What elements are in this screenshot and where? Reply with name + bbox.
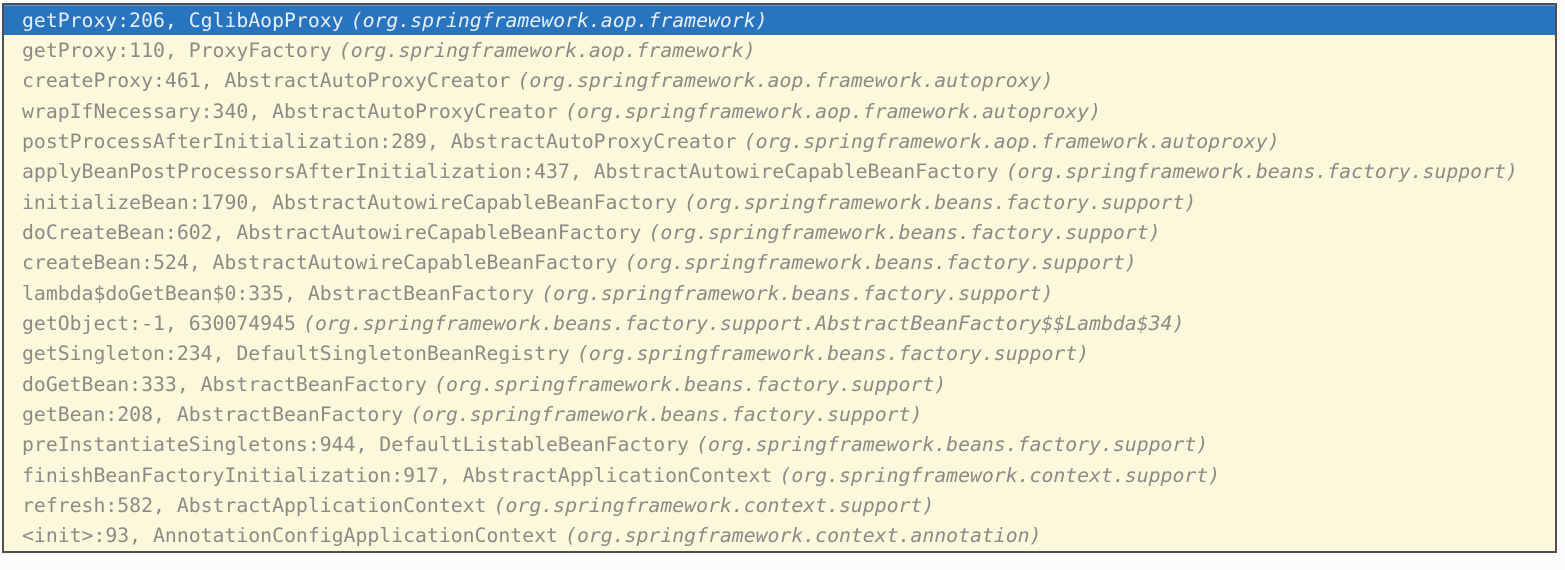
stack-frame[interactable]: doCreateBean:602, AbstractAutowireCapabl… [4,217,1555,247]
stack-frame[interactable]: initializeBean:1790, AbstractAutowireCap… [4,187,1555,217]
frame-package: (org.springframework.context.support) [493,493,935,517]
frame-location: preInstantiateSingletons:944, DefaultLis… [22,433,689,457]
stack-frame[interactable]: applyBeanPostProcessorsAfterInitializati… [4,157,1555,187]
frame-package: (org.springframework.aop.framework.autop… [517,69,1054,93]
frame-package: (org.springframework.beans.factory.suppo… [541,281,1054,305]
stack-frame-selected[interactable]: getProxy:206, CglibAopProxy (org.springf… [4,5,1555,36]
frame-package: (org.springframework.aop.framework.autop… [565,99,1101,123]
frame-location: createBean:524, AbstractAutowireCapableB… [22,251,618,275]
frame-package: (org.springframework.aop.framework) [350,8,768,32]
frame-location: getSingleton:234, DefaultSingletonBeanRe… [22,342,570,366]
stack-frame[interactable]: doGetBean:333, AbstractBeanFactory (org.… [4,369,1555,399]
stack-frame[interactable]: refresh:582, AbstractApplicationContext … [4,490,1555,520]
frame-location: finishBeanFactoryInitialization:917, Abs… [22,463,773,487]
frame-package: (org.springframework.beans.factory.suppo… [434,372,947,396]
stack-frame[interactable]: createBean:524, AbstractAutowireCapableB… [4,248,1555,278]
frames-panel: getProxy:206, CglibAopProxy (org.springf… [2,3,1557,553]
frame-location: lambda$doGetBean$0:335, AbstractBeanFact… [22,281,535,305]
stack-frame[interactable]: wrapIfNecessary:340, AbstractAutoProxyCr… [4,96,1555,126]
frame-package: (org.springframework.aop.framework.autop… [743,129,1280,153]
stack-frame[interactable]: createProxy:461, AbstractAutoProxyCreato… [4,66,1555,96]
frame-package: (org.springframework.beans.factory.suppo… [648,220,1161,244]
frame-package: (org.springframework.context.annotation) [565,524,1042,548]
frame-package: (org.springframework.beans.factory.suppo… [696,433,1209,457]
frame-package: (org.springframework.beans.factory.suppo… [684,190,1197,214]
frame-location: postProcessAfterInitialization:289, Abst… [22,129,737,153]
frame-package: (org.springframework.beans.factory.suppo… [303,311,1185,335]
stack-frame[interactable]: preInstantiateSingletons:944, DefaultLis… [4,430,1555,460]
frame-package: (org.springframework.beans.factory.suppo… [410,402,923,426]
stack-frame[interactable]: finishBeanFactoryInitialization:917, Abs… [4,460,1555,490]
frame-package: (org.springframework.beans.factory.suppo… [624,251,1137,275]
frame-location: getBean:208, AbstractBeanFactory [22,402,404,426]
stack-frame[interactable]: getSingleton:234, DefaultSingletonBeanRe… [4,339,1555,369]
stack-frame[interactable]: lambda$doGetBean$0:335, AbstractBeanFact… [4,278,1555,308]
frame-location: getProxy:110, ProxyFactory [22,38,332,62]
frame-package: (org.springframework.context.support) [779,463,1221,487]
frame-location: wrapIfNecessary:340, AbstractAutoProxyCr… [22,99,558,123]
stack-frame[interactable]: getBean:208, AbstractBeanFactory (org.sp… [4,399,1555,429]
stack-frame[interactable]: getObject:-1, 630074945 (org.springframe… [4,308,1555,338]
frame-location: <init>:93, AnnotationConfigApplicationCo… [22,524,558,548]
stack-frame[interactable]: postProcessAfterInitialization:289, Abst… [4,126,1555,156]
frame-location: refresh:582, AbstractApplicationContext [22,493,487,517]
frame-location: doGetBean:333, AbstractBeanFactory [22,372,427,396]
frame-location: getObject:-1, 630074945 [22,311,296,335]
frame-package: (org.springframework.beans.factory.suppo… [576,342,1090,366]
frame-location: getProxy:206, CglibAopProxy [22,8,344,32]
frame-package: (org.springframework.beans.factory.suppo… [1005,160,1518,184]
frame-location: initializeBean:1790, AbstractAutowireCap… [22,190,678,214]
frame-location: doCreateBean:602, AbstractAutowireCapabl… [22,220,642,244]
frame-location: applyBeanPostProcessorsAfterInitializati… [22,160,999,184]
stack-frames-list: getProxy:206, CglibAopProxy (org.springf… [4,5,1555,551]
frame-package: (org.springframework.aop.framework) [338,38,756,62]
stack-frame[interactable]: <init>:93, AnnotationConfigApplicationCo… [4,521,1555,551]
stack-frame[interactable]: getProxy:110, ProxyFactory (org.springfr… [4,35,1555,65]
frame-location: createProxy:461, AbstractAutoProxyCreato… [22,69,511,93]
